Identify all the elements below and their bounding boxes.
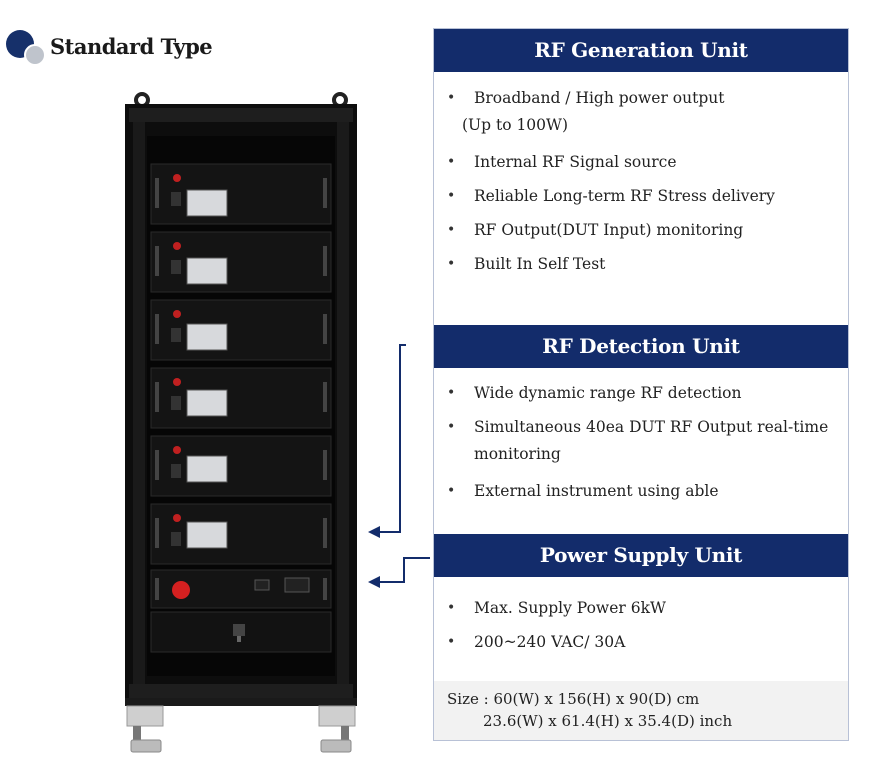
bullet-icon: • (447, 634, 456, 650)
list-item: • Simultaneous 40ea DUT RF Output real-t… (434, 410, 848, 474)
list-item: • Wide dynamic range RF detection (434, 376, 848, 410)
list-item: • RF Output(DUT Input) monitoring (434, 213, 848, 247)
page-title: Standard Type (50, 34, 213, 59)
connector-arrows (368, 344, 430, 588)
size-cm: Size : 60(W) x 156(H) x 90(D) cm (447, 690, 700, 708)
bullet-icon: • (447, 600, 456, 616)
list-item: • 200~240 VAC/ 30A (434, 625, 848, 659)
power-supply-header: Power Supply Unit (434, 534, 848, 577)
bullet-icon: • (447, 385, 456, 401)
bullet-icon: • (447, 188, 456, 204)
size-box: Size : 60(W) x 156(H) x 90(D) cm 23.6(W)… (434, 681, 848, 740)
arrow-left-icon (368, 344, 406, 538)
list-item: • Internal RF Signal source (434, 145, 848, 179)
bullet-icon: • (447, 154, 456, 170)
bullet-icon: • (447, 90, 456, 106)
list-item: • Built In Self Test (434, 247, 848, 281)
power-supply-list: • Max. Supply Power 6kW • 200~240 VAC/ 3… (434, 591, 848, 659)
size-inch: 23.6(W) x 61.4(H) x 35.4(D) inch (483, 712, 733, 730)
rf-generation-list: • Broadband / High power output (Up to 1… (434, 81, 848, 281)
list-item: • Max. Supply Power 6kW (434, 591, 848, 625)
spec-panel: RF Generation Unit • Broadband / High po… (433, 28, 849, 741)
arrow-left-icon (368, 557, 430, 588)
list-item: • Reliable Long-term RF Stress delivery (434, 179, 848, 213)
bullet-icon: • (447, 483, 456, 499)
bullet-icon: • (447, 222, 456, 238)
bullet-icon: • (447, 419, 456, 435)
section-title: Standard Type (6, 30, 246, 66)
rf-detection-header: RF Detection Unit (434, 325, 848, 368)
list-item: • Broadband / High power output (Up to 1… (434, 81, 848, 145)
circle-bullet-small-icon (24, 44, 46, 66)
rf-detection-list: • Wide dynamic range RF detection • Simu… (434, 376, 848, 508)
list-item: • External instrument using able (434, 474, 848, 508)
rf-generation-header: RF Generation Unit (434, 29, 848, 72)
rack-product-image (125, 92, 357, 762)
bullet-icon: • (447, 256, 456, 272)
